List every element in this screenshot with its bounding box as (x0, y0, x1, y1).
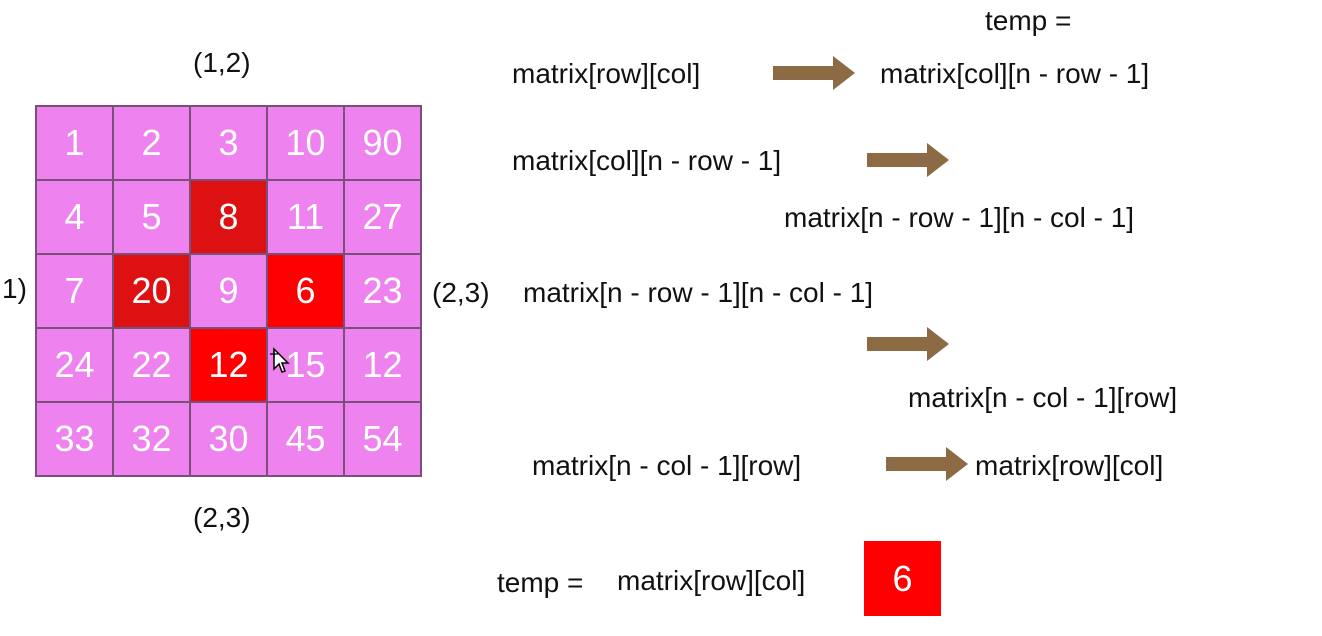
matrix-cell: 9 (190, 254, 267, 328)
matrix-cell: 7 (36, 254, 113, 328)
mouse-cursor-icon (270, 347, 290, 373)
step2-to: matrix[n - row - 1][n - col - 1] (784, 202, 1135, 233)
top-coord-label: (1,2) (193, 47, 251, 78)
temp-equals-top: temp = (985, 5, 1072, 36)
step3-arrow-icon (867, 327, 949, 361)
matrix-cell: 27 (344, 180, 421, 254)
matrix-cell: 20 (113, 254, 190, 328)
step2-arrow-icon (867, 143, 949, 177)
matrix-cell: 33 (36, 402, 113, 476)
step1-arrow-icon (773, 56, 855, 90)
matrix-cell: 30 (190, 402, 267, 476)
step1-from: matrix[row][col] (512, 58, 701, 89)
matrix-cell: 12 (344, 328, 421, 402)
matrix-cell: 11 (267, 180, 344, 254)
step4-from: matrix[n - col - 1][row] (532, 450, 802, 481)
step3-from: matrix[n - row - 1][n - col - 1] (523, 277, 874, 308)
temp-label: temp = (497, 567, 584, 598)
temp-value-box: 6 (864, 541, 941, 616)
matrix-cell: 12 (190, 328, 267, 402)
step3-to: matrix[n - col - 1][row] (908, 382, 1178, 413)
matrix-cell: 4 (36, 180, 113, 254)
matrix-cell: 23 (344, 254, 421, 328)
matrix-cell: 24 (36, 328, 113, 402)
step1-to: matrix[col][n - row - 1] (880, 58, 1150, 89)
step4-arrow-icon (886, 447, 968, 481)
matrix-cell: 10 (267, 106, 344, 180)
matrix-cell: 3 (190, 106, 267, 180)
left-coord-label: 1) (2, 273, 27, 304)
matrix-cell: 8 (190, 180, 267, 254)
matrix-cell: 2 (113, 106, 190, 180)
temp-expression: matrix[row][col] (617, 565, 806, 596)
step2-from: matrix[col][n - row - 1] (512, 145, 782, 176)
matrix-cell: 6 (267, 254, 344, 328)
right-coord-label: (2,3) (432, 277, 490, 308)
matrix-cell: 5 (113, 180, 190, 254)
matrix-cell: 90 (344, 106, 421, 180)
matrix-cell: 1 (36, 106, 113, 180)
matrix-cell: 22 (113, 328, 190, 402)
matrix-cell: 32 (113, 402, 190, 476)
bottom-coord-label: (2,3) (193, 502, 251, 533)
step4-to: matrix[row][col] (975, 450, 1164, 481)
matrix-cell: 45 (267, 402, 344, 476)
matrix-cell: 54 (344, 402, 421, 476)
